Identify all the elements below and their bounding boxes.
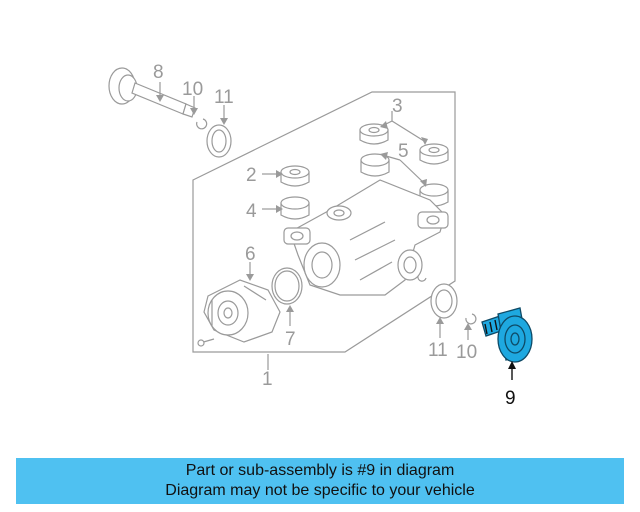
part-11-seal-top	[206, 124, 232, 158]
callout-8: 8	[153, 62, 164, 83]
callout-9: 9	[505, 388, 516, 409]
info-banner: Part or sub-assembly is #9 in diagram Di…	[16, 458, 624, 504]
callout-10-top: 10	[182, 79, 203, 100]
callout-11-bottom: 11	[428, 340, 448, 361]
part-11-seal-bottom	[430, 283, 458, 319]
callout-2: 2	[246, 165, 257, 186]
part-6-cover	[197, 279, 281, 347]
callout-4: 4	[246, 201, 257, 222]
callout-1: 1	[262, 369, 273, 390]
assembly-outline	[192, 91, 456, 353]
parts-diagram: 8 10 11 3 5 2 4 6 7 1 11 10 9	[108, 62, 533, 409]
part-7-oring-inner	[274, 270, 300, 302]
part-4-mount	[280, 196, 310, 220]
differential-carrier	[283, 179, 449, 296]
part-9-flange-highlighted	[481, 307, 533, 363]
part-2-mount	[280, 165, 310, 187]
callout-10-bottom: 10	[456, 342, 477, 363]
callout-3: 3	[392, 96, 403, 117]
banner-line-2: Diagram may not be specific to your vehi…	[165, 482, 475, 499]
part-10-circlip-top	[196, 118, 208, 130]
part-10-circlip-bottom	[465, 313, 477, 325]
part-8-shaft	[108, 67, 196, 118]
callout-11-top: 11	[214, 87, 234, 108]
callout-6: 6	[245, 244, 256, 265]
banner-line-1: Part or sub-assembly is #9 in diagram	[185, 462, 455, 479]
callout-7: 7	[285, 329, 296, 350]
callout-5: 5	[398, 141, 409, 162]
